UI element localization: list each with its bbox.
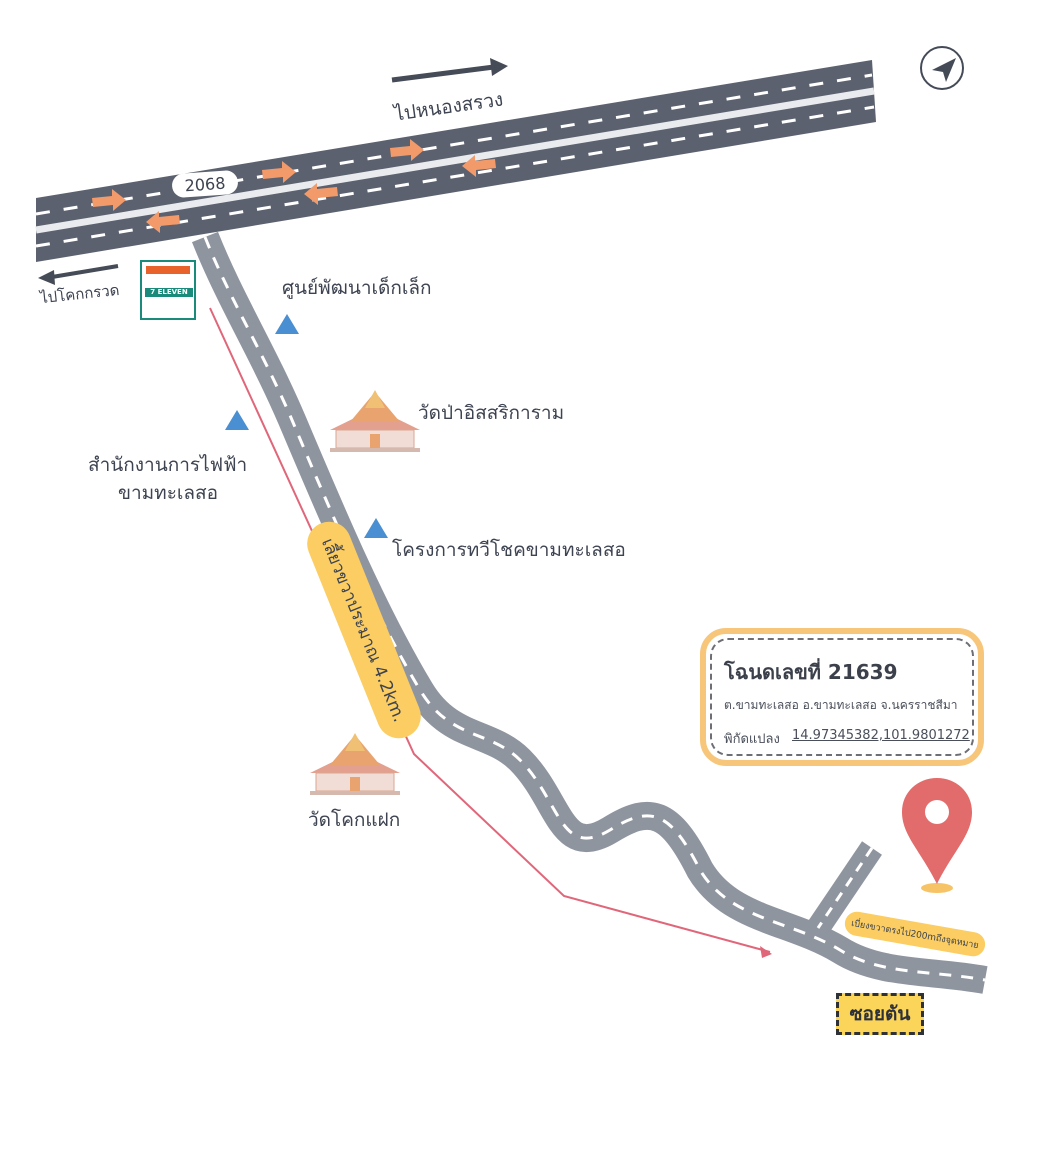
direction-arrow-icon [462, 155, 496, 177]
direction-arrows [38, 58, 508, 285]
childcare-center-label: ศูนย์พัฒนาเด็กเล็ก [282, 277, 432, 299]
land-info-card: โฉนดเลขที่ 21639 ต.ขามทะเลสอ อ.ขามทะเลสอ… [700, 628, 984, 766]
triangle-landmark-icon [225, 410, 249, 430]
road-number-label: 2068 [171, 169, 239, 199]
route-arrowhead [760, 946, 772, 958]
compass-icon[interactable] [920, 46, 964, 90]
triangle-landmark-icon [275, 314, 299, 334]
electricity-office-label-2: ขามทะเลสอ [118, 482, 219, 504]
direction-arrow-icon [146, 211, 180, 233]
direction-arrow-icon [390, 139, 424, 161]
direction-arrow-icon [262, 161, 296, 183]
seven-eleven-logo: 7 ELEVEN [140, 260, 196, 320]
coord-label: พิกัดแปลง [724, 732, 780, 747]
direction-arrow-icon [92, 189, 126, 211]
deed-title: โฉนดเลขที่ 21639 [724, 660, 898, 684]
temple-icon [310, 733, 400, 795]
direction-arrow-icon [304, 183, 338, 205]
logo-stripe [146, 266, 190, 274]
project-label: โครงการทวีโชคขามทะเลสอ [392, 539, 626, 561]
wat-khok-faek-label: วัดโคกแฝก [308, 809, 401, 831]
wat-pa-label: วัดป่าอิสสริการาม [418, 402, 565, 424]
info-card-border: โฉนดเลขที่ 21639 ต.ขามทะเลสอ อ.ขามทะเลสอ… [710, 638, 974, 756]
electricity-office-label-1: สำนักงานการไฟฟ้า [88, 454, 248, 476]
deed-address: ต.ขามทะเลสอ อ.ขามทะเลสอ จ.นครราชสีมา [724, 698, 958, 712]
logo-text: 7 ELEVEN [145, 288, 193, 297]
main-road [191, 231, 988, 994]
coord-link[interactable]: 14.97345382,101.9801272 [792, 728, 970, 743]
location-pin-icon [902, 778, 972, 893]
triangle-landmark-icon [364, 518, 388, 538]
temple-icon [330, 390, 420, 452]
traffic-arrows [92, 139, 496, 233]
dead-end-sign: ซอยตัน [836, 993, 924, 1035]
